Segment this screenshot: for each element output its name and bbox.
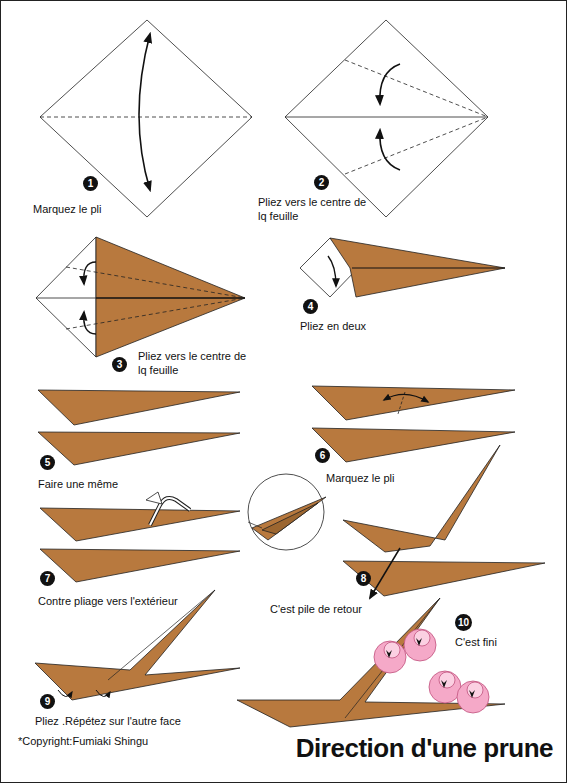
step-number: 7	[40, 571, 55, 586]
step-caption: C'est fini	[455, 636, 497, 650]
step-caption: Pliez vers le centre de lq feuille	[138, 350, 256, 378]
step-caption: Pliez .Répétez sur l'autre face	[35, 715, 181, 729]
step-number: 2	[314, 175, 329, 190]
step-caption: Faire une même	[38, 478, 118, 492]
step-caption: *Copyright:Fumiaki Shingu	[18, 735, 148, 749]
step-caption: Marquez le pli	[326, 472, 394, 486]
step-number: 4	[303, 299, 318, 314]
step-caption: Pliez en deux	[300, 320, 366, 334]
step-number: 8	[356, 571, 371, 586]
step-caption: Pliez vers le centre de lq feuille	[258, 196, 376, 224]
step-caption: Marquez le pli	[33, 203, 101, 217]
step-number: 6	[315, 448, 330, 463]
step-caption: C'est pile de retour	[270, 603, 362, 617]
step-number: 10	[455, 614, 472, 631]
step-number: 3	[112, 357, 127, 372]
step-number: 5	[40, 455, 55, 470]
step-caption: Contre pliage vers l'extérieur	[38, 595, 178, 609]
step-number: 1	[83, 176, 98, 191]
step-number: 9	[40, 694, 55, 709]
title: Direction d'une prune	[296, 733, 553, 764]
